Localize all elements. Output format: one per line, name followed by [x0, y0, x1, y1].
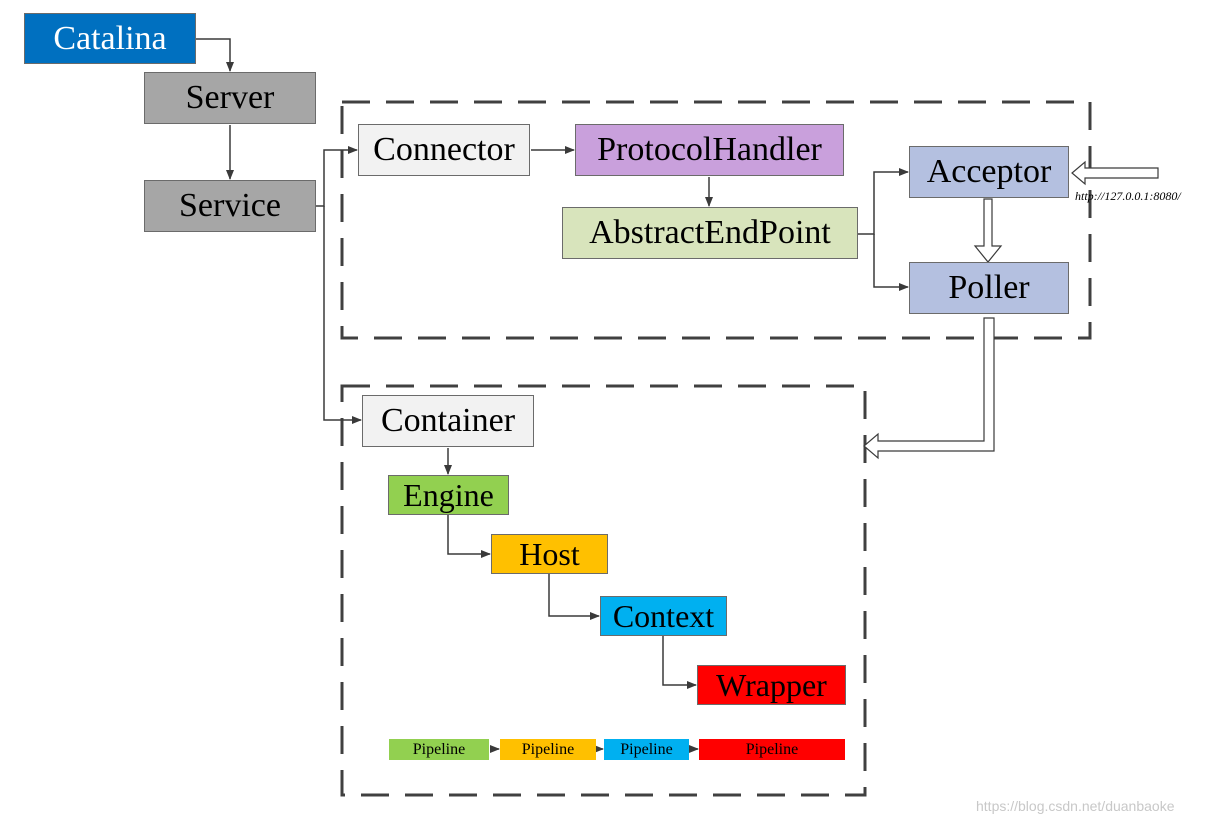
connector-node: Connector: [358, 124, 530, 176]
pipeline-label: Pipeline: [521, 740, 575, 758]
host-label: Host: [519, 535, 580, 572]
protocol-handler-label: ProtocolHandler: [597, 131, 822, 168]
connector-label: Connector: [373, 131, 515, 168]
pipeline-host: Pipeline: [500, 739, 596, 760]
edge-service-container: [323, 206, 362, 424]
container-node: Container: [362, 395, 534, 447]
edge-endpoint-acceptor: [858, 168, 909, 235]
edge-catalina-server: [196, 38, 234, 72]
abstract-end-point-label: AbstractEndPoint: [589, 214, 831, 251]
context-node: Context: [600, 596, 727, 636]
container-label: Container: [380, 402, 516, 439]
request-url-label: http://127.0.0.1:8080/: [1075, 189, 1181, 203]
edge-context-wrapper: [662, 635, 697, 689]
pipeline-label: Pipeline: [620, 740, 673, 758]
container-group-boundary: [340, 384, 867, 797]
server-node: Server: [144, 72, 316, 124]
acceptor-label: Acceptor: [926, 153, 1052, 190]
connector-group-boundary: [340, 100, 1092, 340]
acceptor-poller-arrow: [973, 198, 1003, 263]
host-node: Host: [491, 534, 608, 574]
edge-endpoint-poller: [873, 234, 909, 291]
wrapper-node: Wrapper: [697, 665, 846, 705]
request-arrow: [1071, 160, 1159, 186]
wrapper-label: Wrapper: [716, 666, 827, 703]
acceptor-node: Acceptor: [909, 146, 1069, 198]
catalina-node: Catalina: [24, 13, 196, 64]
edge-host-context: [548, 574, 600, 620]
pipeline-context: Pipeline: [604, 739, 689, 760]
protocol-handler-node: ProtocolHandler: [575, 124, 844, 176]
context-label: Context: [612, 597, 715, 634]
edge-engine-host: [447, 515, 491, 558]
pipeline-engine: Pipeline: [389, 739, 489, 760]
watermark: https://blog.csdn.net/duanbaoke: [976, 798, 1175, 814]
poller-node: Poller: [909, 262, 1069, 314]
service-label: Service: [179, 187, 281, 224]
edge-service-connector: [316, 146, 358, 207]
service-node: Service: [144, 180, 316, 232]
abstract-end-point-node: AbstractEndPoint: [562, 207, 858, 259]
pipeline-wrapper: Pipeline: [699, 739, 845, 760]
pipeline-label: Pipeline: [412, 740, 466, 758]
poller-container-arrow: [863, 317, 995, 460]
poller-label: Poller: [948, 269, 1030, 306]
engine-node: Engine: [388, 475, 509, 515]
engine-label: Engine: [403, 476, 494, 513]
server-label: Server: [185, 79, 275, 116]
catalina-label: Catalina: [53, 19, 167, 57]
pipeline-label: Pipeline: [745, 740, 799, 758]
